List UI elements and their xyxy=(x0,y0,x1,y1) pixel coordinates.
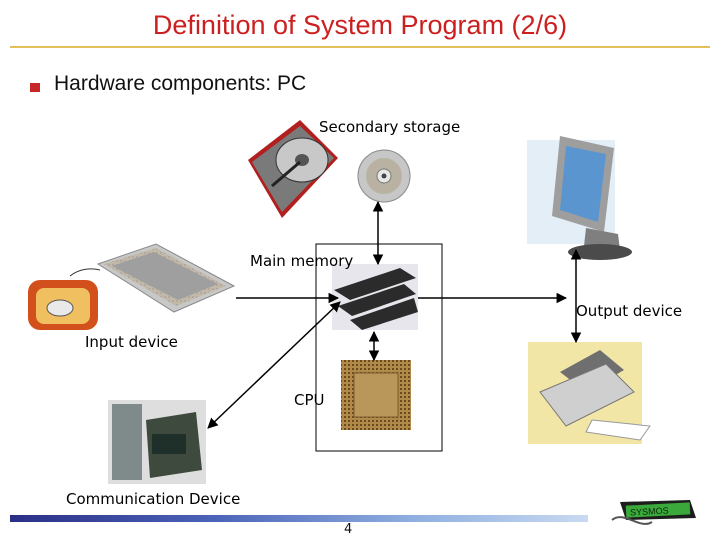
label-communication-device: Communication Device xyxy=(66,490,241,508)
bullet-marker-icon xyxy=(30,83,40,92)
label-main-memory: Main memory xyxy=(250,252,354,270)
label-output-device: Output device xyxy=(576,302,683,320)
label-input-device: Input device xyxy=(85,333,178,351)
network-card-icon xyxy=(108,400,206,484)
bullet-text: Hardware components: PC xyxy=(54,72,307,95)
slide-title: Definition of System Program (2/6) xyxy=(152,10,568,40)
keyboard-icon xyxy=(69,243,236,313)
label-cpu: CPU xyxy=(294,391,325,409)
monitor-icon xyxy=(527,136,632,260)
hard-disk-icon xyxy=(248,120,338,218)
communication-memory-arrow xyxy=(207,301,341,429)
printer-icon xyxy=(528,342,651,444)
cpu-chip-icon xyxy=(341,360,411,430)
title-underline xyxy=(10,46,710,48)
memory-module-icon xyxy=(332,264,418,330)
page-number: 4 xyxy=(344,522,353,537)
mouse-icon xyxy=(28,280,98,330)
cd-disc-icon xyxy=(357,149,411,203)
label-secondary-storage: Secondary storage xyxy=(319,118,461,136)
footer-bar xyxy=(10,515,588,522)
